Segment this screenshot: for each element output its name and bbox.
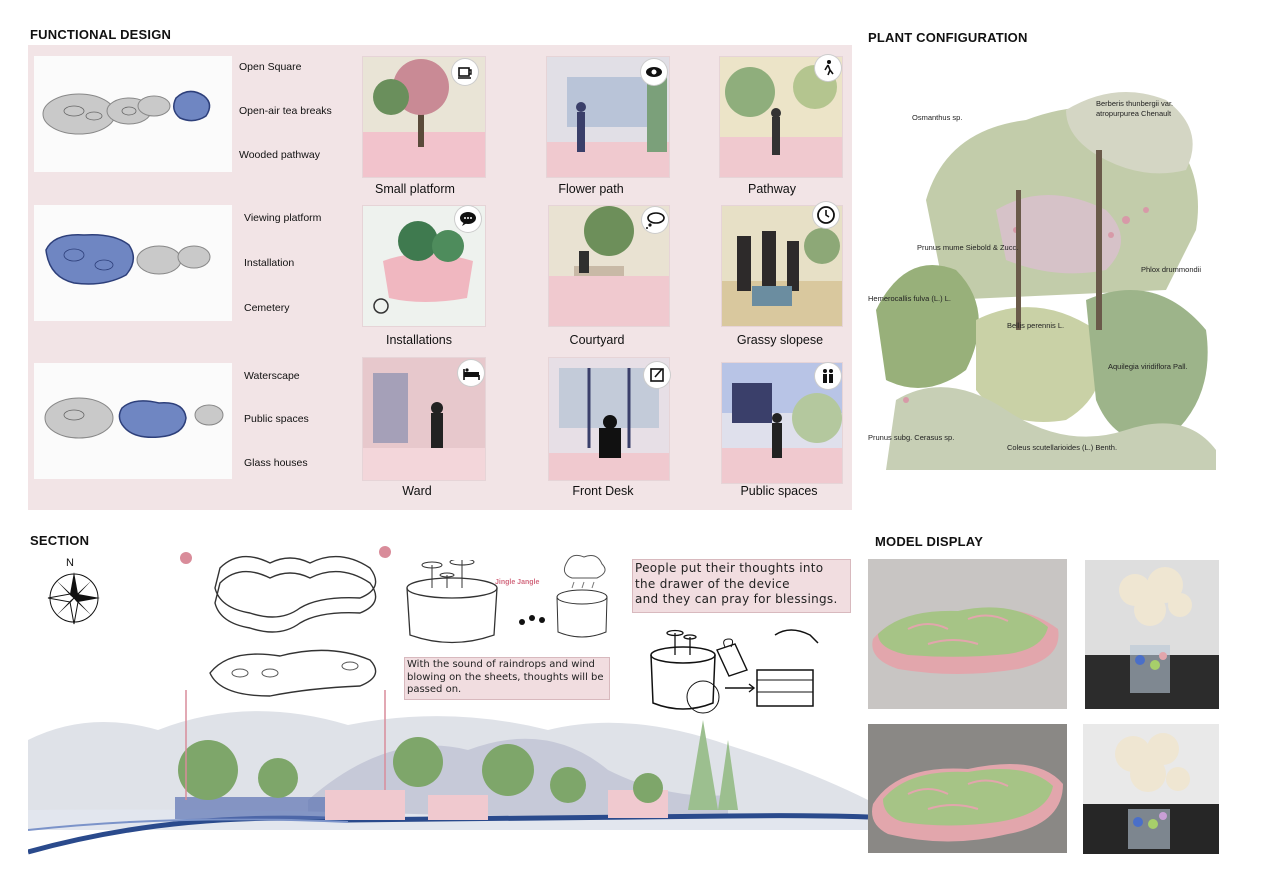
scene-illustration: [721, 362, 843, 484]
plant-label: Hemerocallis fulva (L.) L.: [868, 294, 951, 303]
model-photo: [868, 724, 1067, 853]
plant-label: Coleus scutellarioides (L.) Benth.: [1007, 443, 1118, 452]
plan-label: Installation: [244, 257, 295, 269]
scene-caption: Flower path: [558, 182, 624, 196]
prayer-note: People put their thoughts into the drawe…: [632, 559, 851, 613]
plant-label: Berberis thunbergii var. atropurpurea Ch…: [1096, 99, 1174, 118]
plant-label: Prunus mume Siebold & Zucc.: [917, 243, 1019, 252]
plan-label: Open-air tea breaks: [239, 105, 332, 117]
plant-label: Prunus subg. Cerasus sp.: [868, 433, 955, 442]
plan-label: Cemetery: [244, 302, 290, 314]
plant-label: Bellis perennis L.: [1007, 321, 1065, 330]
installation-sketch: [402, 558, 512, 650]
people-icon: [815, 363, 841, 389]
coffee-cup-icon: [452, 59, 478, 85]
functional-design-heading: FUNCTIONAL DESIGN: [30, 27, 172, 42]
scene-caption: Pathway: [748, 182, 796, 196]
raindrops-note: With the sound of raindrops and wind blo…: [404, 657, 610, 700]
rain-device-sketch: [512, 552, 612, 642]
eye-icon: [641, 59, 667, 85]
model-photo: [868, 559, 1067, 709]
edit-note-icon: [644, 362, 670, 388]
model-photo: [1083, 724, 1219, 854]
plan-label: Open Square: [239, 61, 302, 73]
walking-person-icon: [815, 55, 841, 81]
prayer-note-line: and they can pray for blessings.: [635, 592, 838, 606]
compass-rose-icon: [46, 570, 102, 626]
scene-illustration: [719, 56, 843, 178]
scene-caption: Public spaces: [740, 484, 818, 498]
plan-label: Wooded pathway: [239, 149, 320, 161]
prayer-note-line: People put their thoughts into the drawe…: [635, 561, 824, 591]
site-plan-thumbnail: [34, 56, 232, 172]
plan-label: Waterscape: [244, 370, 300, 382]
clock-icon: [813, 202, 839, 228]
speech-bubble-icon: [455, 206, 481, 232]
scene-illustration: [546, 56, 670, 178]
scene-caption: Installations: [385, 333, 452, 347]
site-plan-thumbnail: [34, 363, 232, 479]
plant-configuration-heading: PLANT CONFIGURATION: [868, 30, 1028, 45]
jingle-jangle-text: Jingle Jangle: [495, 579, 540, 586]
scene-caption: Courtyard: [569, 333, 625, 347]
section-landscape: [27, 560, 869, 860]
plant-label: Phlox drummondii: [1141, 265, 1202, 274]
plan-label: Public spaces: [244, 413, 309, 425]
section-marker-pin: [180, 552, 192, 564]
plant-label: Aquilegia viridiflora Pall.: [1108, 362, 1188, 371]
thought-bubble-icon: [642, 207, 668, 233]
plan-label: Viewing platform: [244, 212, 322, 224]
scene-caption: Front Desk: [572, 484, 634, 498]
bed-icon: [458, 360, 484, 386]
section-marker-pin: [379, 546, 391, 558]
scene-caption: Small platform: [375, 182, 455, 196]
compass-north-label: N: [66, 557, 74, 569]
scene-illustration: [548, 357, 670, 481]
scene-caption: Ward: [402, 484, 432, 498]
section-heading: SECTION: [30, 533, 90, 548]
scene-caption: Grassy slopese: [736, 333, 824, 347]
site-plan-thumbnail: [34, 205, 232, 321]
plan-label: Glass houses: [244, 457, 308, 469]
drawer-device-sketch: [645, 625, 825, 720]
model-display-heading: MODEL DISPLAY: [875, 534, 984, 549]
plant-configuration-illustration: [866, 70, 1226, 482]
platform-sketch: [200, 548, 390, 708]
plant-label: Osmanthus sp.: [912, 113, 963, 122]
model-photo: [1085, 560, 1219, 709]
